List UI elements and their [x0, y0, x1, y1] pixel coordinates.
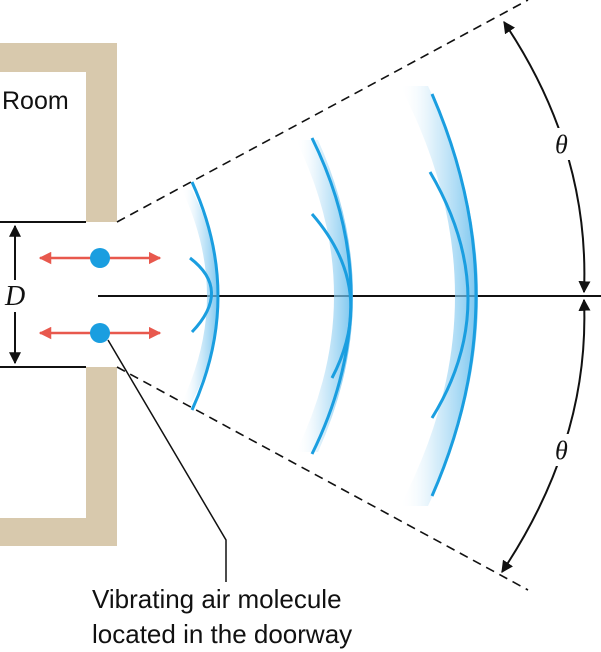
- caption-line-1: Vibrating air molecule: [92, 584, 342, 614]
- air-molecule-upper: [90, 248, 110, 268]
- wavefront-1: [182, 181, 220, 411]
- room-label: Room: [2, 87, 69, 115]
- angle-symbol-upper: θ: [555, 130, 568, 159]
- wavefront-3: [400, 86, 478, 506]
- boundary-lower-dashed: [116, 366, 529, 591]
- wall-upper: [0, 43, 117, 222]
- angle-symbol-lower: θ: [555, 436, 568, 465]
- width-symbol: D: [4, 281, 25, 312]
- wall-lower: [0, 367, 117, 546]
- boundary-upper-dashed: [116, 0, 529, 223]
- caption-leader-line: [107, 339, 227, 582]
- caption-line-2: located in the doorway: [92, 619, 352, 649]
- air-molecule-lower: [90, 323, 110, 343]
- wavefront-2: [296, 137, 353, 455]
